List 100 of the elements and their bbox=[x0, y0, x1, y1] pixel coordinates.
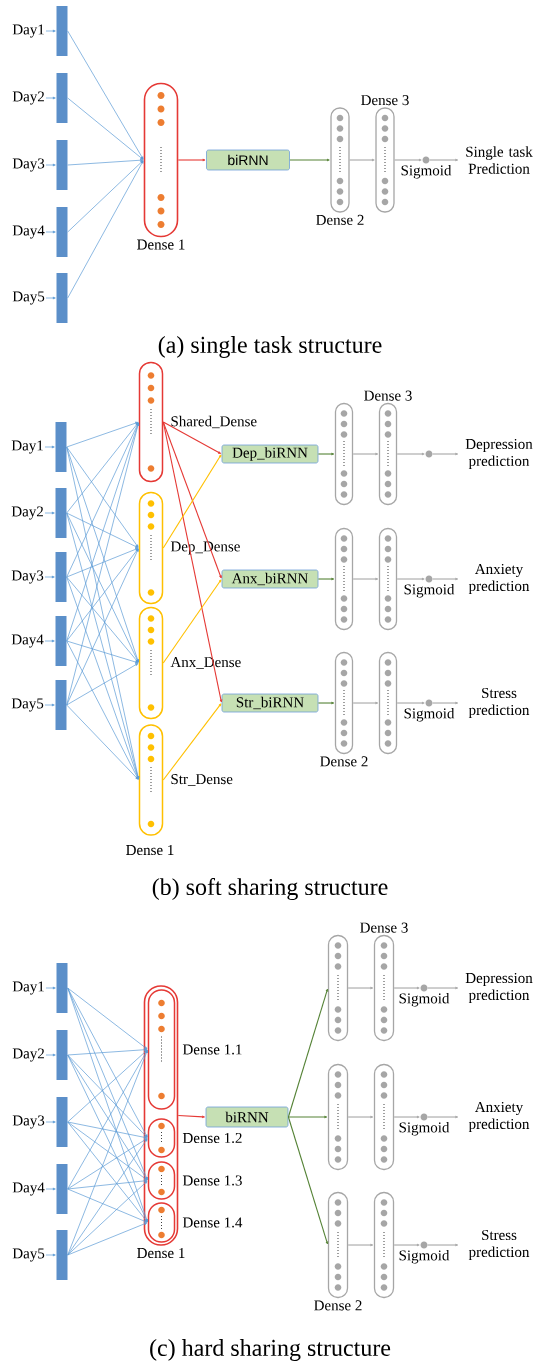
day-label: Day5 bbox=[11, 698, 44, 712]
prediction-label: Depression prediction bbox=[465, 438, 533, 470]
neuron-layer: Dense 3 bbox=[364, 390, 412, 506]
arrow bbox=[45, 1053, 56, 1057]
day-label: Day2 bbox=[12, 1048, 44, 1062]
arrow bbox=[432, 577, 459, 581]
arrow bbox=[67, 1048, 148, 1056]
neuron-layer bbox=[378, 527, 398, 631]
arrow bbox=[352, 701, 379, 705]
arrow bbox=[44, 639, 55, 643]
day-label: Day2 bbox=[11, 506, 43, 520]
day-label: Day3 bbox=[11, 570, 44, 584]
arrow bbox=[66, 704, 139, 780]
arrow bbox=[66, 422, 139, 642]
neuron-layer: Dense 2 bbox=[314, 1191, 362, 1311]
arrow bbox=[45, 96, 56, 100]
arrow bbox=[44, 703, 55, 707]
neuron-layer bbox=[334, 402, 354, 506]
node-label: Sigmoid bbox=[404, 707, 455, 722]
arrow bbox=[67, 1179, 148, 1190]
arrow bbox=[66, 548, 139, 578]
rnn-box: biRNN bbox=[206, 149, 290, 171]
arrow bbox=[349, 158, 375, 162]
prediction-label: Anxiety prediction bbox=[468, 1101, 530, 1133]
day-label: Day3 bbox=[12, 158, 45, 172]
arrow bbox=[287, 988, 329, 1118]
day-label: Day5 bbox=[12, 291, 45, 305]
arrow bbox=[66, 421, 139, 448]
arrow bbox=[67, 1054, 148, 1222]
node-label: Sigmoid bbox=[399, 992, 450, 1007]
prediction-label: Stress prediction bbox=[468, 1229, 530, 1261]
arrow bbox=[352, 577, 379, 581]
node-label: Sigmoid bbox=[399, 1249, 450, 1264]
arrow bbox=[162, 703, 222, 781]
rnn-box: Anx_biRNN bbox=[221, 569, 319, 589]
arrow bbox=[45, 29, 56, 33]
caption: (a) single task structure bbox=[158, 336, 382, 358]
arrow bbox=[45, 986, 56, 990]
arrow bbox=[162, 579, 222, 664]
arrow bbox=[67, 160, 144, 299]
arrow bbox=[393, 1243, 420, 1247]
arrow bbox=[67, 30, 144, 160]
arrow bbox=[177, 1114, 205, 1119]
arrow bbox=[67, 1138, 148, 1190]
arrow bbox=[432, 452, 459, 456]
input-bar bbox=[55, 488, 67, 538]
arrow bbox=[427, 986, 459, 990]
arrow bbox=[67, 158, 144, 166]
arrow bbox=[66, 640, 139, 664]
day-label: Day5 bbox=[12, 1248, 45, 1262]
input-bar bbox=[55, 616, 67, 666]
arrow bbox=[347, 1115, 374, 1119]
arrow bbox=[396, 577, 425, 581]
arrow bbox=[67, 1049, 148, 1123]
node-label: Dense 1 bbox=[137, 1248, 185, 1259]
neuron-layer: Dense 2 bbox=[320, 651, 368, 767]
day-label: Day1 bbox=[11, 440, 43, 454]
arrow bbox=[432, 701, 459, 705]
neuron-layer: Dense 2 bbox=[316, 107, 364, 225]
arrow bbox=[162, 421, 223, 703]
neuron-layer bbox=[373, 1063, 395, 1171]
arrow bbox=[162, 421, 222, 579]
day-label: Day4 bbox=[12, 1182, 45, 1196]
arrow bbox=[66, 512, 139, 548]
arrow bbox=[177, 158, 206, 162]
arrow bbox=[162, 421, 222, 454]
input-bar bbox=[56, 1030, 68, 1080]
arrow bbox=[66, 640, 139, 780]
arrow bbox=[45, 230, 56, 234]
node-label: Dense 2 bbox=[316, 214, 364, 225]
input-bar bbox=[55, 680, 67, 730]
neuron-layer bbox=[327, 1063, 349, 1171]
arrow bbox=[44, 511, 55, 515]
input-bar bbox=[55, 552, 67, 602]
arrow bbox=[317, 577, 335, 581]
arrow bbox=[67, 1222, 148, 1256]
prediction-label: Anxiety prediction bbox=[468, 563, 530, 595]
arrow bbox=[66, 548, 139, 706]
arrow bbox=[67, 1121, 148, 1223]
arrow bbox=[67, 1121, 148, 1181]
input-bar bbox=[56, 963, 68, 1013]
node-label: Sigmoid bbox=[399, 1121, 450, 1136]
neuron-layer: Dense 1 bbox=[137, 82, 185, 250]
input-bar bbox=[56, 73, 68, 123]
node-label: Dense 1.2 bbox=[182, 1132, 242, 1144]
input-bar bbox=[56, 273, 68, 323]
arrow bbox=[67, 160, 144, 233]
node-label: Dense 2 bbox=[320, 756, 368, 767]
node-label: Dense 3 bbox=[360, 922, 408, 933]
input-bar bbox=[56, 140, 68, 190]
arrow bbox=[352, 452, 379, 456]
day-label: Day4 bbox=[11, 634, 44, 648]
arrow bbox=[427, 1115, 459, 1119]
neuron-layer bbox=[373, 1191, 395, 1299]
arrow bbox=[317, 701, 335, 705]
node-label: Dep_Dense bbox=[170, 541, 240, 555]
arrow bbox=[67, 1050, 148, 1256]
node-label: Sigmoid bbox=[404, 583, 455, 598]
arrow bbox=[287, 1115, 328, 1119]
arrow bbox=[67, 1180, 148, 1256]
